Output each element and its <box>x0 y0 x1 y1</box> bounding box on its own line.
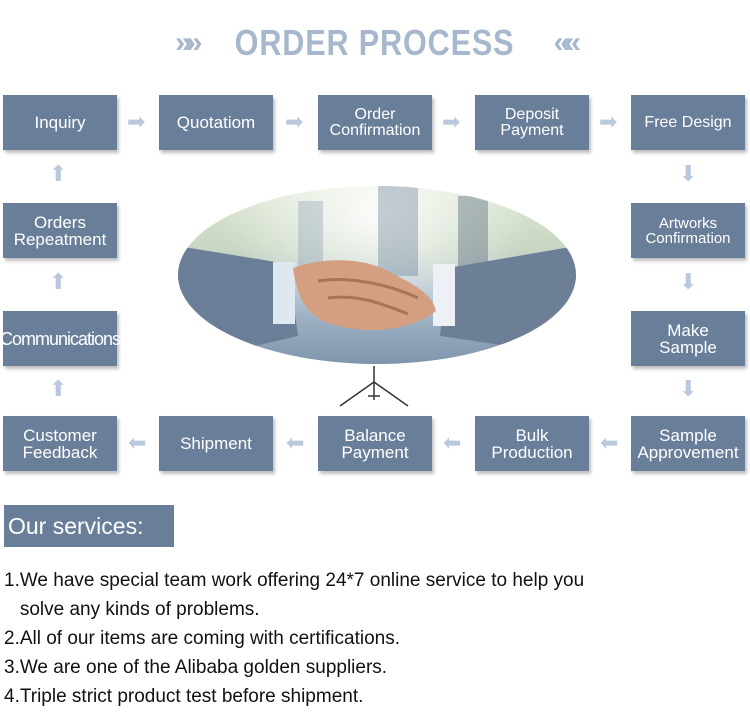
step-inquiry: Inquiry <box>3 95 117 150</box>
list-item: 4.Triple strict product test before ship… <box>4 686 364 707</box>
arrow-down-icon: ⬇ <box>679 269 698 294</box>
step-label: Inquiry <box>34 113 86 132</box>
handshake-icon <box>178 186 576 364</box>
arrow-down-icon: ⬇ <box>679 161 698 186</box>
title-right-chevrons-icon: «« <box>553 26 581 59</box>
step-order-confirmation: Order Confirmation <box>318 95 432 150</box>
services-list: 1.We have special team work offering 24*… <box>4 566 744 711</box>
step-label: Make Sample <box>659 320 717 357</box>
step-bulk-production: Bulk Production <box>475 416 589 471</box>
arrow-up-icon: ⬆ <box>49 269 68 294</box>
arrow-right-icon: ➡ <box>285 109 304 134</box>
arrow-down-icon: ⬇ <box>679 376 698 401</box>
title-row: »» ORDER PROCESS «« <box>0 18 750 68</box>
step-orders-repeatment: Orders Repeatment <box>3 203 117 258</box>
handshake-image <box>178 186 576 364</box>
list-item: 3.We are one of the Alibaba golden suppl… <box>4 657 388 678</box>
arrow-up-icon: ⬆ <box>49 161 68 186</box>
step-label: Balance Payment <box>341 425 409 462</box>
step-label: Deposit Payment <box>500 105 564 139</box>
step-label: Order Confirmation <box>329 105 421 139</box>
step-label: Quotatiom <box>176 113 256 132</box>
services-heading: Our services: <box>4 505 174 547</box>
stand-icon <box>339 366 409 407</box>
step-label: Communications <box>0 328 121 349</box>
step-quotation: Quotatiom <box>159 95 273 150</box>
arrow-left-icon: ⬅ <box>128 430 147 455</box>
step-label: Shipment <box>180 434 252 453</box>
step-label: Sample Approvement <box>637 425 739 462</box>
step-label: Orders Repeatment <box>13 212 107 249</box>
step-balance-payment: Balance Payment <box>318 416 432 471</box>
page-title: ORDER PROCESS <box>235 22 515 63</box>
step-free-design: Free Design <box>631 95 745 150</box>
step-shipment: Shipment <box>159 416 273 471</box>
arrow-left-icon: ⬅ <box>600 430 619 455</box>
step-label: Bulk Production <box>491 425 573 462</box>
arrow-right-icon: ➡ <box>127 109 146 134</box>
list-item: solve any kinds of problems. <box>4 599 260 620</box>
title-left-chevrons-icon: »» <box>175 26 202 59</box>
step-make-sample: Make Sample <box>631 311 745 366</box>
step-label: Customer Feedback <box>22 425 98 462</box>
list-item: 2.All of our items are coming with certi… <box>4 628 400 649</box>
step-label: Artworks Confirmation <box>645 214 731 247</box>
arrow-up-icon: ⬆ <box>49 376 68 401</box>
step-artworks-confirmation: Artworks Confirmation <box>631 203 745 258</box>
step-customer-feedback: Customer Feedback <box>3 416 117 471</box>
step-sample-approvement: Sample Approvement <box>631 416 745 471</box>
step-deposit-payment: Deposit Payment <box>475 95 589 150</box>
list-item: 1.We have special team work offering 24*… <box>4 570 585 591</box>
arrow-right-icon: ➡ <box>442 109 461 134</box>
arrow-right-icon: ➡ <box>599 109 618 134</box>
arrow-left-icon: ⬅ <box>443 430 462 455</box>
step-label: Free Design <box>644 113 732 131</box>
arrow-left-icon: ⬅ <box>286 430 305 455</box>
step-communications: Communications <box>0 311 121 366</box>
